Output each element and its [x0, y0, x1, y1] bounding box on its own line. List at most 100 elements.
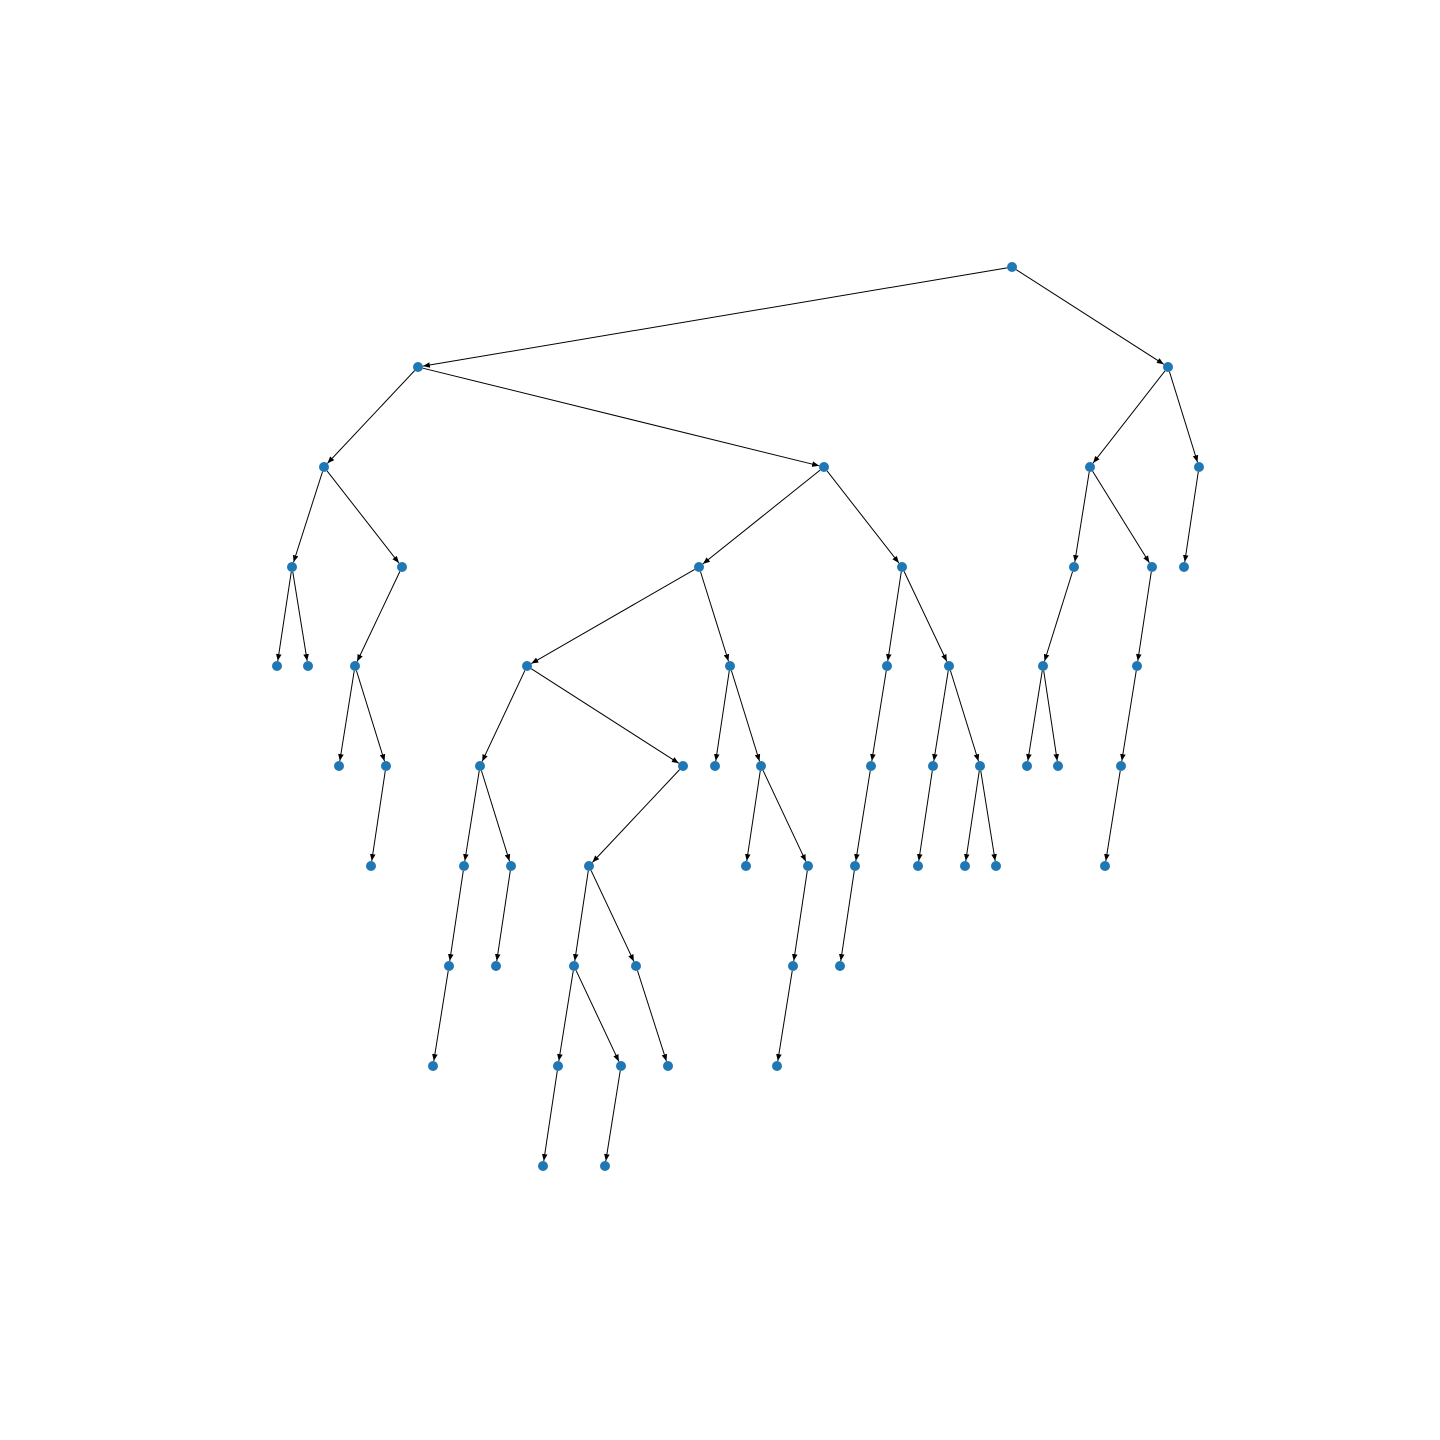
tree-node-n56: [772, 1061, 782, 1071]
node-layer: [272, 262, 1204, 1171]
edge-n7-n15: [292, 571, 309, 662]
tree-node-n48: [569, 961, 579, 971]
tree-node-n36: [459, 861, 469, 871]
edge-n3-n7: [292, 471, 323, 563]
tree-node-n50: [788, 961, 798, 971]
edge-layer: [276, 267, 1199, 1162]
edge-n1-n3: [327, 370, 415, 464]
tree-node-n1: [413, 362, 423, 372]
tree-node-n33: [1053, 761, 1063, 771]
tree-node-n6: [1194, 462, 1204, 472]
tree-node-n49: [631, 961, 641, 971]
tree-node-n39: [741, 861, 751, 871]
edge-n49-n55: [637, 970, 668, 1062]
edge-n34-n45: [1104, 770, 1121, 862]
tree-node-n17: [522, 661, 532, 671]
edge-n25-n37: [481, 770, 511, 862]
tree-node-n52: [428, 1061, 438, 1071]
tree-node-n0: [1007, 262, 1017, 272]
tree-node-n24: [381, 761, 391, 771]
edge-n2-n5: [1092, 370, 1166, 464]
tree-node-n53: [553, 1061, 563, 1071]
edge-n1-n4: [422, 367, 820, 467]
tree-node-n51: [835, 961, 845, 971]
edge-n53-n57: [542, 1070, 558, 1162]
edge-n46-n52: [432, 970, 449, 1062]
tree-node-n7: [287, 562, 297, 572]
tree-node-n26: [678, 761, 688, 771]
edge-n28-n39: [745, 770, 761, 862]
edge-n12-n22: [1136, 571, 1152, 662]
edge-n20-n31: [950, 670, 980, 762]
edge-n6-n13: [1183, 471, 1199, 563]
tree-node-n40: [803, 861, 813, 871]
tree-node-n27: [710, 761, 720, 771]
edge-n38-n48: [573, 870, 589, 962]
edge-n29-n41: [854, 770, 871, 862]
edge-n18-n27: [714, 670, 730, 762]
tree-node-n34: [1116, 761, 1126, 771]
edge-n24-n35: [370, 770, 386, 862]
edge-n9-n18: [700, 571, 730, 662]
edge-n16-n24: [356, 670, 386, 762]
tree-node-n15: [303, 661, 313, 671]
tree-node-n9: [694, 562, 704, 572]
tree-node-n38: [584, 861, 594, 871]
tree-node-n23: [334, 761, 344, 771]
edge-n22-n34: [1120, 670, 1137, 762]
tree-node-n28: [756, 761, 766, 771]
edge-n8-n16: [356, 571, 401, 662]
edge-n38-n49: [590, 870, 635, 962]
edge-n17-n26: [530, 668, 680, 764]
edge-n48-n53: [557, 970, 574, 1062]
edge-n9-n17: [531, 569, 695, 664]
edge-n2-n6: [1169, 371, 1199, 463]
tree-node-n44: [991, 861, 1001, 871]
edge-n7-n14: [276, 571, 292, 662]
edge-n4-n10: [826, 470, 900, 564]
edge-n40-n50: [792, 870, 808, 962]
tree-node-n47: [491, 961, 501, 971]
tree-node-n30: [928, 761, 938, 771]
edge-n3-n8: [326, 470, 400, 564]
edge-n41-n51: [839, 870, 855, 962]
edge-n25-n36: [463, 770, 480, 862]
edge-n21-n32: [1026, 670, 1043, 762]
tree-node-n13: [1179, 562, 1189, 572]
tree-node-n45: [1100, 861, 1110, 871]
edge-n28-n40: [762, 770, 807, 862]
edge-n30-n42: [917, 770, 933, 862]
tree-node-n8: [397, 562, 407, 572]
edge-n21-n33: [1043, 670, 1059, 762]
edge-n31-n43: [964, 770, 980, 862]
edge-n4-n9: [702, 469, 821, 565]
tree-node-n4: [819, 462, 829, 472]
edge-n5-n12: [1092, 470, 1150, 564]
edge-n10-n20: [903, 571, 948, 662]
tree-node-n37: [506, 861, 516, 871]
tree-node-n31: [975, 761, 985, 771]
tree-node-n41: [850, 861, 860, 871]
tree-node-n57: [538, 1161, 548, 1171]
edge-n20-n30: [932, 670, 949, 762]
tree-node-n16: [350, 661, 360, 671]
edge-n0-n1: [422, 267, 1008, 368]
edge-n48-n54: [575, 970, 620, 1062]
edge-n36-n46: [448, 870, 464, 962]
edge-n18-n28: [731, 670, 761, 762]
edge-n17-n25: [481, 670, 526, 762]
edge-n0-n2: [1015, 269, 1165, 365]
tree-node-n21: [1038, 661, 1048, 671]
tree-node-n22: [1132, 661, 1142, 671]
tree-node-n46: [444, 961, 454, 971]
tree-node-n14: [272, 661, 282, 671]
tree-node-n43: [960, 861, 970, 871]
tree-node-n19: [882, 661, 892, 671]
edge-n5-n11: [1073, 471, 1090, 563]
edge-n31-n44: [980, 770, 997, 862]
tree-node-n25: [475, 761, 485, 771]
edge-n37-n47: [495, 870, 511, 962]
tree-node-n55: [663, 1061, 673, 1071]
tree-node-n18: [725, 661, 735, 671]
